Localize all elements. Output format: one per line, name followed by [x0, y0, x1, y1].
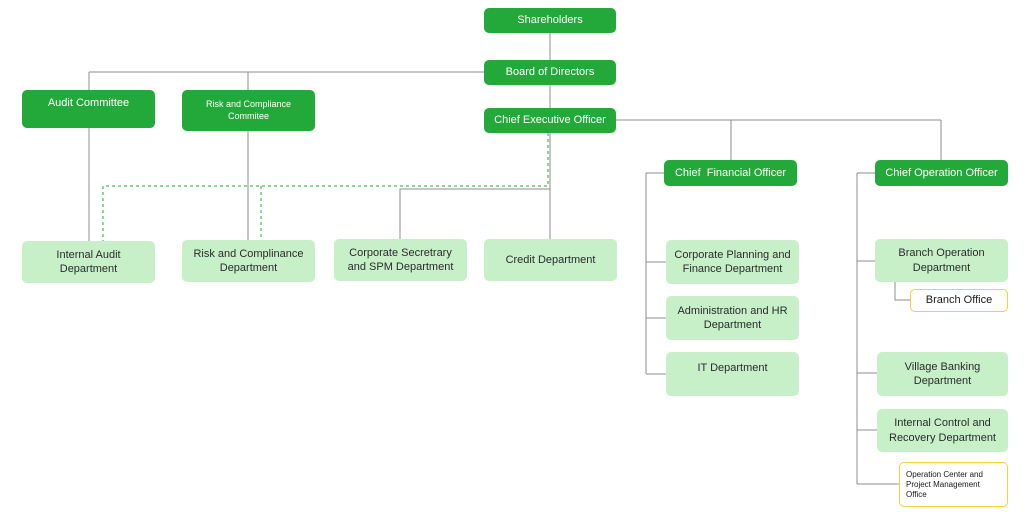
ceo-label: Chief Executive Officer [494, 114, 606, 127]
internal-audit-label: Internal Audit Department [56, 248, 121, 275]
risk-committee-box: Risk and Compliance Commitee [182, 90, 315, 131]
branch-office-box: Branch Office [910, 289, 1008, 312]
internal-control-label: Internal Control and Recovery Department [889, 417, 996, 444]
it-department-label: IT Department [697, 361, 768, 374]
branch-operation-box: Branch Operation Department [875, 239, 1008, 282]
village-banking-label: Village Banking Department [904, 360, 981, 387]
coo-label: Chief Operation Officer [885, 166, 998, 179]
board-of-directors-label: Board of Directors [505, 66, 595, 79]
corp-planning-box: Corporate Planning and Finance Departmen… [666, 240, 799, 284]
corp-secretary-label: Corporate Secretrary and SPM Department [347, 246, 454, 273]
village-banking-box: Village Banking Department [877, 352, 1008, 396]
corp-planning-label: Corporate Planning and Finance Departmen… [674, 248, 791, 275]
coo-box: Chief Operation Officer [875, 160, 1008, 186]
internal-control-box: Internal Control and Recovery Department [877, 409, 1008, 452]
credit-department-label: Credit Department [505, 253, 596, 266]
board-of-directors-box: Board of Directors [484, 60, 616, 85]
link-branch-operation-office [894, 282, 910, 301]
cfo-box: Chief Financial Officer [664, 160, 797, 186]
dotted-link-ceo-internal-audit [102, 133, 549, 241]
operation-center-box: Operation Center and Project Management … [899, 462, 1008, 507]
operation-center-label: Operation Center and Project Management … [906, 469, 983, 499]
shareholders-label: Shareholders [517, 14, 583, 27]
branch-office-label: Branch Office [925, 294, 993, 307]
corp-secretary-box: Corporate Secretrary and SPM Department [334, 239, 467, 281]
admin-hr-box: Administration and HR Department [666, 296, 799, 340]
internal-audit-box: Internal Audit Department [22, 241, 155, 283]
admin-hr-label: Administration and HR Department [677, 304, 788, 331]
audit-committee-label: Audit Committee [47, 96, 130, 109]
ceo-box: Chief Executive Officer [484, 108, 616, 133]
link-ceo-corp-secretary [399, 133, 551, 239]
credit-department-box: Credit Department [484, 239, 617, 281]
cfo-label: Chief Financial Officer [674, 166, 787, 179]
it-department-box: IT Department [666, 352, 799, 396]
audit-committee-box: Audit Committee [22, 90, 155, 128]
risk-department-label: Risk and Complinance Department [193, 247, 304, 274]
branch-operation-label: Branch Operation Department [898, 247, 985, 274]
risk-department-box: Risk and Complinance Department [182, 240, 315, 282]
risk-committee-label: Risk and Compliance Commitee [205, 98, 292, 121]
shareholders-box: Shareholders [484, 8, 616, 33]
